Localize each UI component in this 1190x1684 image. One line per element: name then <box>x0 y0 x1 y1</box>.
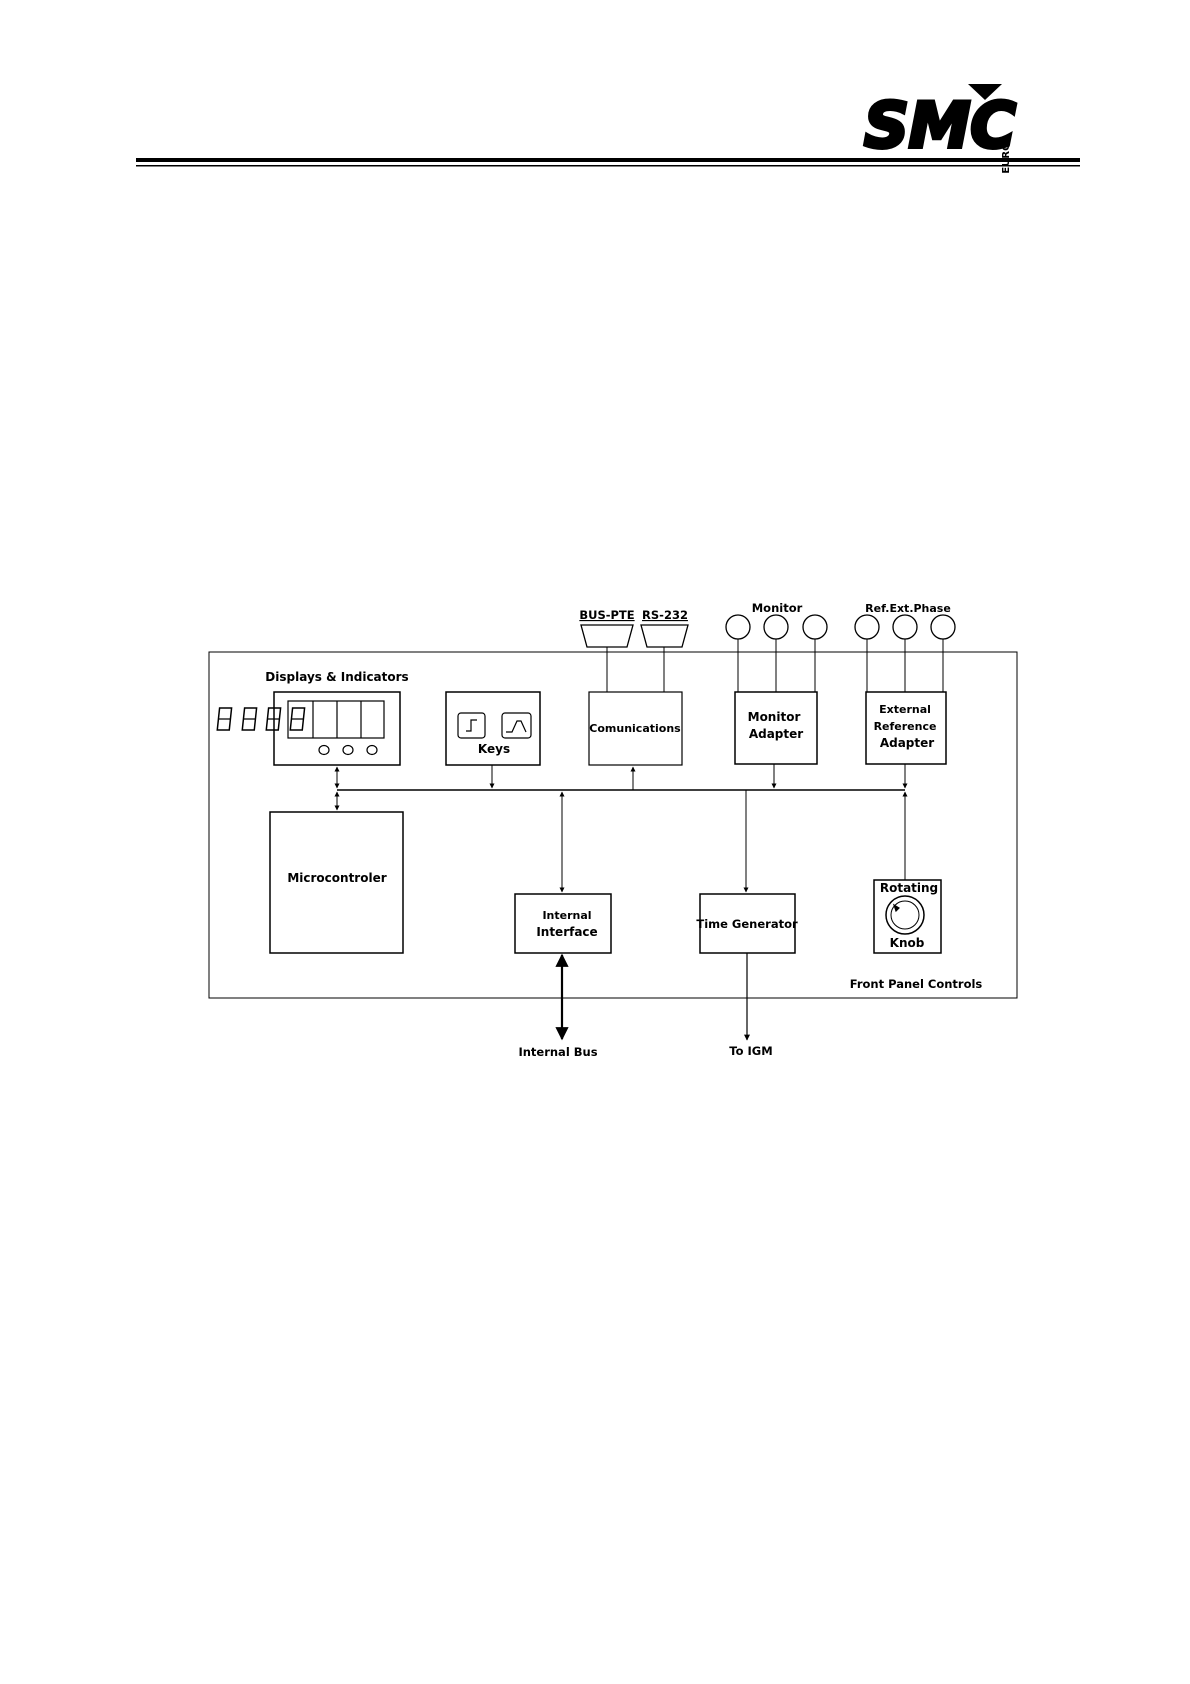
logo-text: SMC <box>864 89 1016 162</box>
to-igm-label: To IGM <box>729 1044 772 1058</box>
seven-segment-display <box>217 701 384 738</box>
rotating-knob-label-1: Rotating <box>880 881 938 895</box>
rs232-connector <box>641 625 688 647</box>
rs232-label: RS-232 <box>642 608 688 622</box>
knob-icon <box>886 896 924 934</box>
bus-connections <box>337 764 905 892</box>
internal-interface-label-1: Internal <box>542 909 591 922</box>
internal-interface-box <box>515 894 611 953</box>
header-rule <box>136 158 1080 167</box>
ext-ref-adapter-label-3: Adapter <box>880 736 934 750</box>
ref-ext-phase-jacks <box>855 615 955 639</box>
ext-ref-adapter-label-1: External <box>879 703 931 716</box>
internal-interface-label-2: Interface <box>536 925 597 939</box>
displays-title: Displays & Indicators <box>265 670 408 684</box>
indicator-leds <box>319 746 377 755</box>
keys-label: Keys <box>478 742 510 756</box>
internal-bus-output-label: Internal Bus <box>518 1045 597 1059</box>
front-panel-label: Front Panel Controls <box>850 977 983 991</box>
monitor-jacks <box>726 615 827 639</box>
bus-pte-label: BUS-PTE <box>579 608 634 622</box>
time-generator-label: Time Generator <box>696 917 798 931</box>
monitor-adapter-label-1: Monitor <box>748 710 801 724</box>
ext-ref-adapter-label-2: Reference <box>874 720 937 733</box>
microcontroler-label: Microcontroler <box>287 871 386 885</box>
rotating-knob-label-2: Knob <box>890 936 925 950</box>
monitor-adapter-label-2: Adapter <box>749 727 803 741</box>
monitor-label: Monitor <box>752 601 803 615</box>
diagram-labels: Displays & Indicators Keys Comunications… <box>265 601 982 1059</box>
ramp-key-icon <box>502 713 531 738</box>
step-key-icon <box>458 713 485 738</box>
bus-pte-connector <box>581 625 633 647</box>
comunications-label: Comunications <box>589 722 681 735</box>
ref-ext-phase-label: Ref.Ext.Phase <box>865 602 951 615</box>
